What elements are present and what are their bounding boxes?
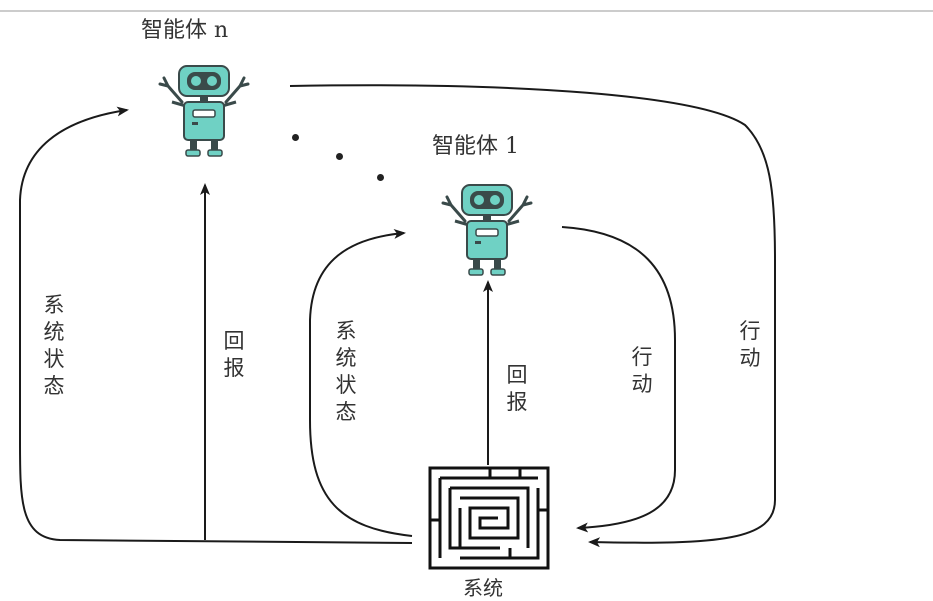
inner-state-arrow [309,228,413,537]
ellipsis-dot [336,153,343,160]
inner-action-label: 行动 [631,345,653,396]
inner-state-label: 系统状态 [335,319,357,424]
agent-1-title: 智能体 1 [432,134,519,159]
outer-action-arrow [289,84,776,548]
agent-1-robot-icon [441,183,533,277]
agent-n-robot-icon [158,64,250,158]
outer-state-arrow [19,106,413,544]
system-label: 系统 [463,576,503,600]
inner-action-arrow [561,226,676,533]
inner-reward-label: 回报 [506,363,528,414]
outer-reward-label: 回报 [223,329,245,380]
agent-n-title: 智能体 n [141,18,229,43]
outer-state-label: 系统状态 [43,293,65,398]
outer-action-label: 行动 [739,319,761,370]
ellipsis-dot [377,174,384,181]
system-maze-icon [428,466,550,570]
ellipsis-dot [292,134,299,141]
